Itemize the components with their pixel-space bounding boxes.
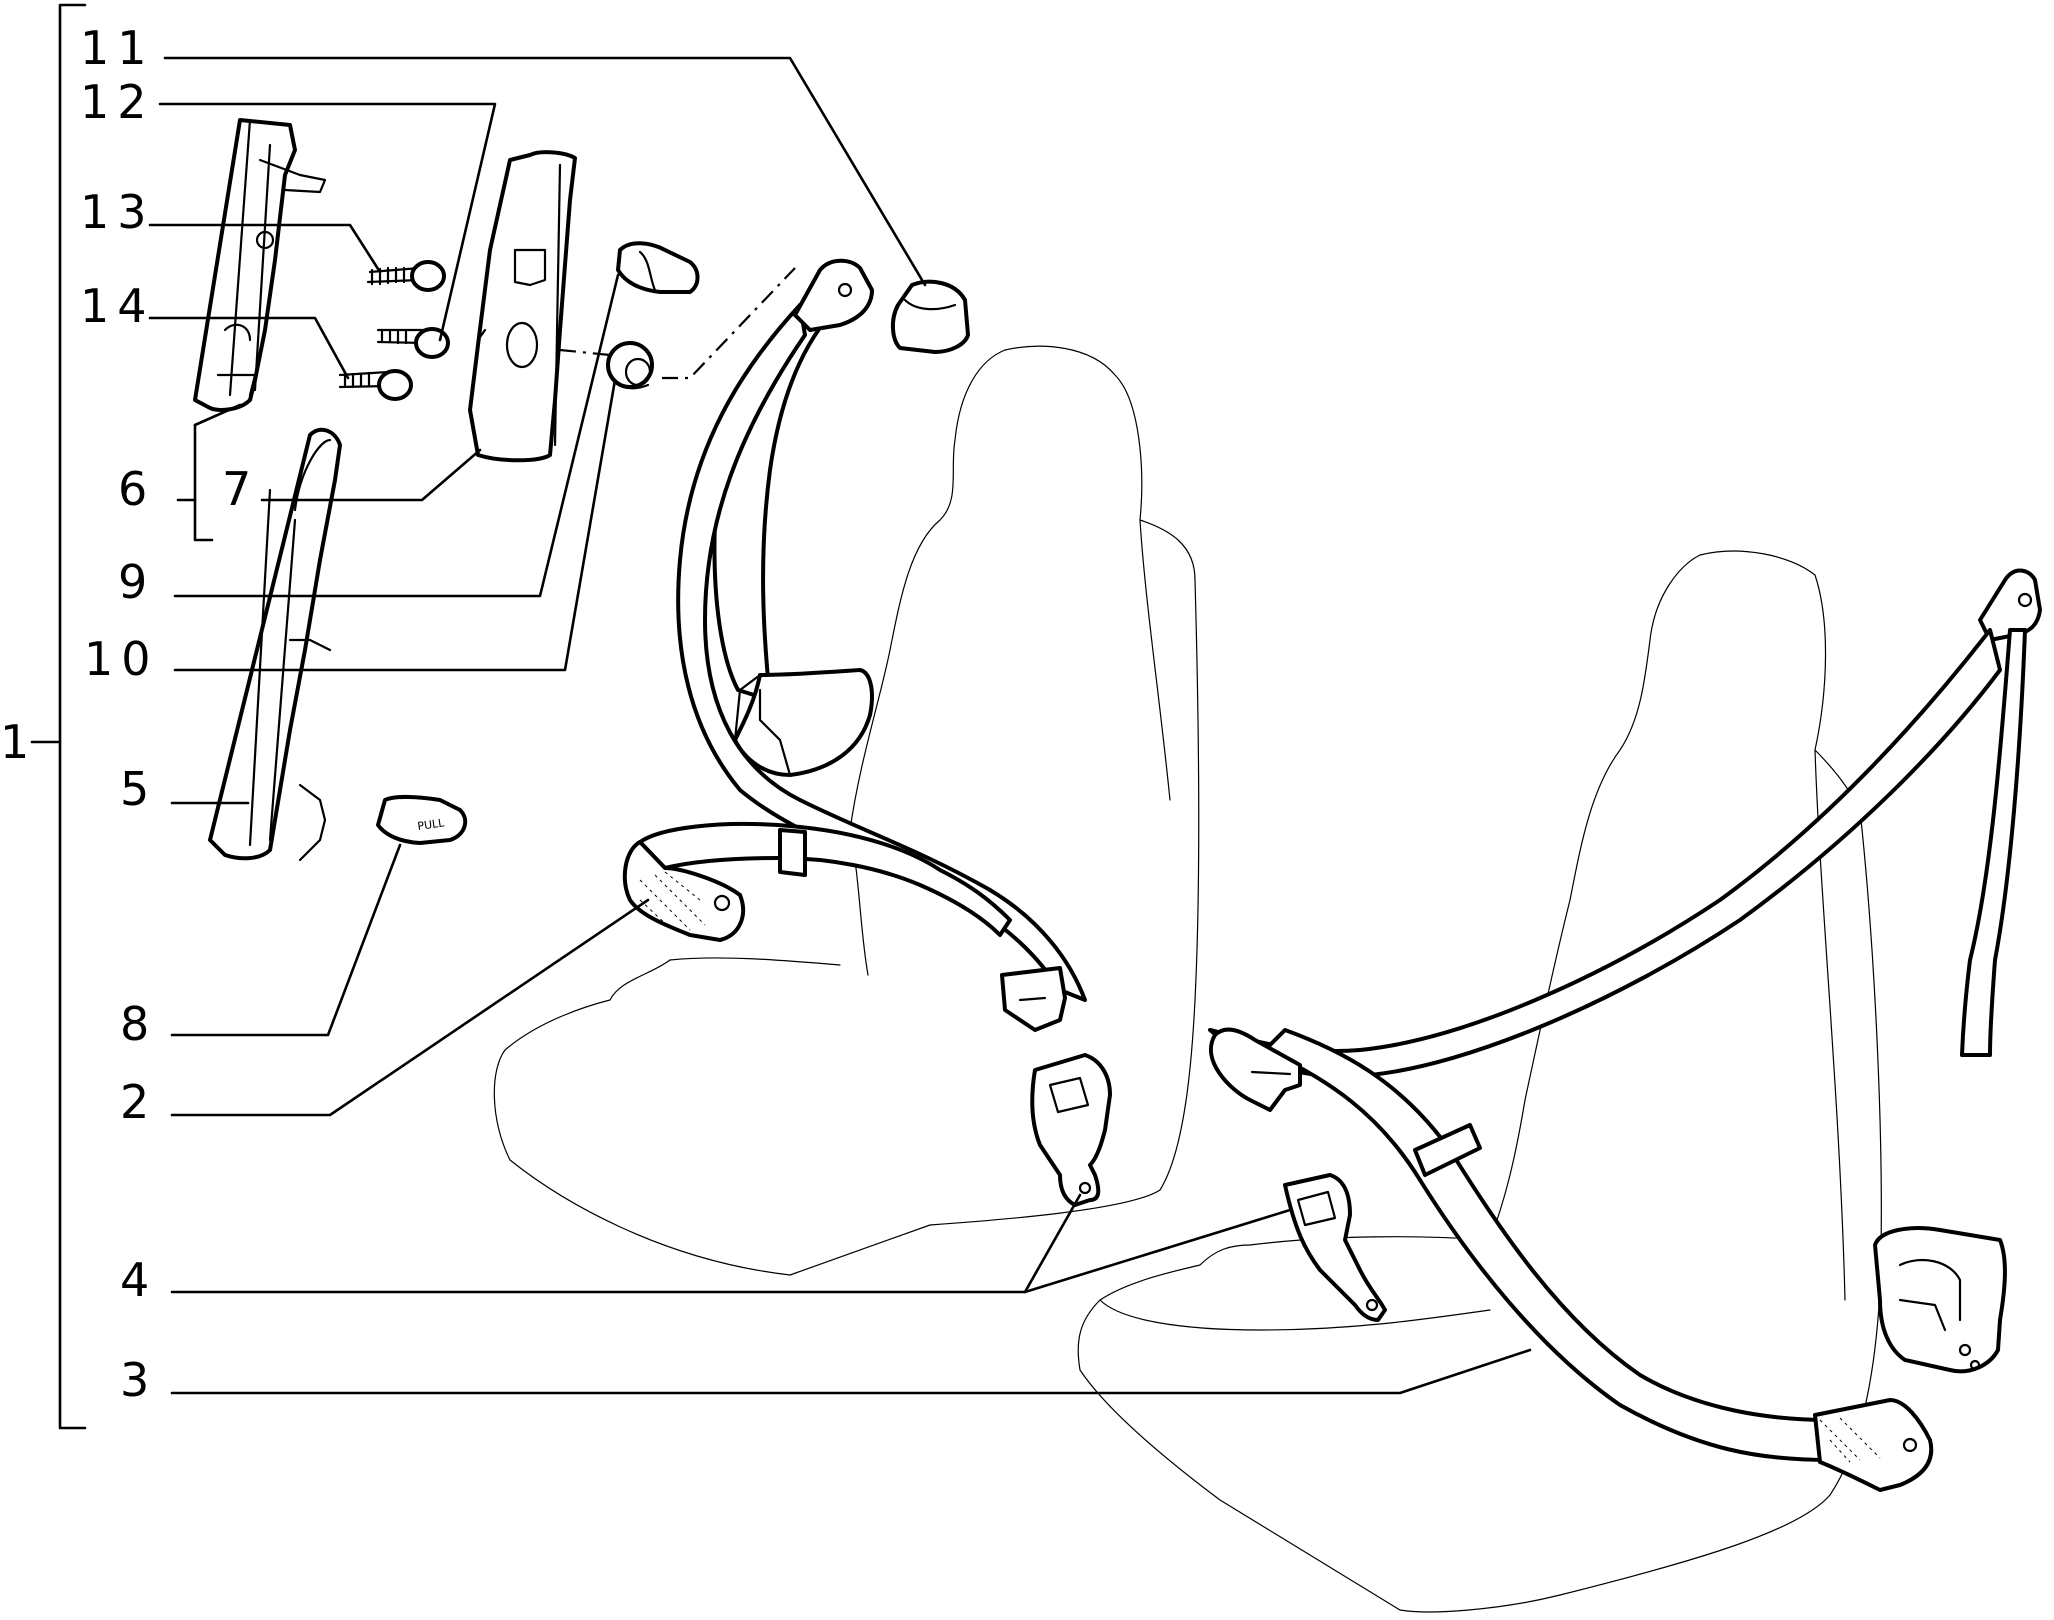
callout-12: 12 — [80, 75, 155, 129]
callout-14: 14 — [80, 279, 155, 333]
front-seatbelt-assembly — [622, 258, 1087, 1032]
rear-buckle — [1283, 1173, 1387, 1322]
callout-13: 13 — [80, 185, 155, 239]
callout-2: 2 — [120, 1075, 157, 1129]
callout-6: 6 — [118, 462, 155, 516]
anchor-cover — [891, 279, 970, 354]
callout-3: 3 — [120, 1353, 157, 1407]
callout-8: 8 — [120, 997, 157, 1051]
callout-5: 5 — [120, 762, 157, 816]
leader-lines — [148, 56, 1532, 1395]
callout-11: 11 — [80, 21, 155, 75]
bolt-middle — [376, 327, 450, 359]
callout-10: 10 — [84, 632, 159, 686]
height-adjuster-rail — [193, 118, 327, 412]
bolt-upper — [366, 260, 446, 292]
belt-guide-pull: PULL — [376, 795, 468, 845]
spacer-bush — [606, 341, 654, 390]
rear-seatbelt-assembly — [1208, 568, 2042, 1492]
bolt-lower — [338, 369, 413, 401]
callout-labels: 1 11 12 13 14 6 7 9 10 5 8 2 4 3 — [0, 21, 259, 1407]
pull-label: PULL — [417, 816, 446, 833]
callout-4: 4 — [120, 1253, 157, 1307]
callout-1: 1 — [0, 715, 37, 769]
front-buckle — [1030, 1053, 1112, 1207]
assembly-bracket — [30, 3, 87, 1430]
trim-cover — [468, 150, 577, 463]
callout-7: 7 — [222, 462, 259, 516]
lower-adjuster-rail — [208, 427, 342, 862]
guide-cap — [616, 241, 700, 294]
callout-9: 9 — [118, 555, 155, 609]
